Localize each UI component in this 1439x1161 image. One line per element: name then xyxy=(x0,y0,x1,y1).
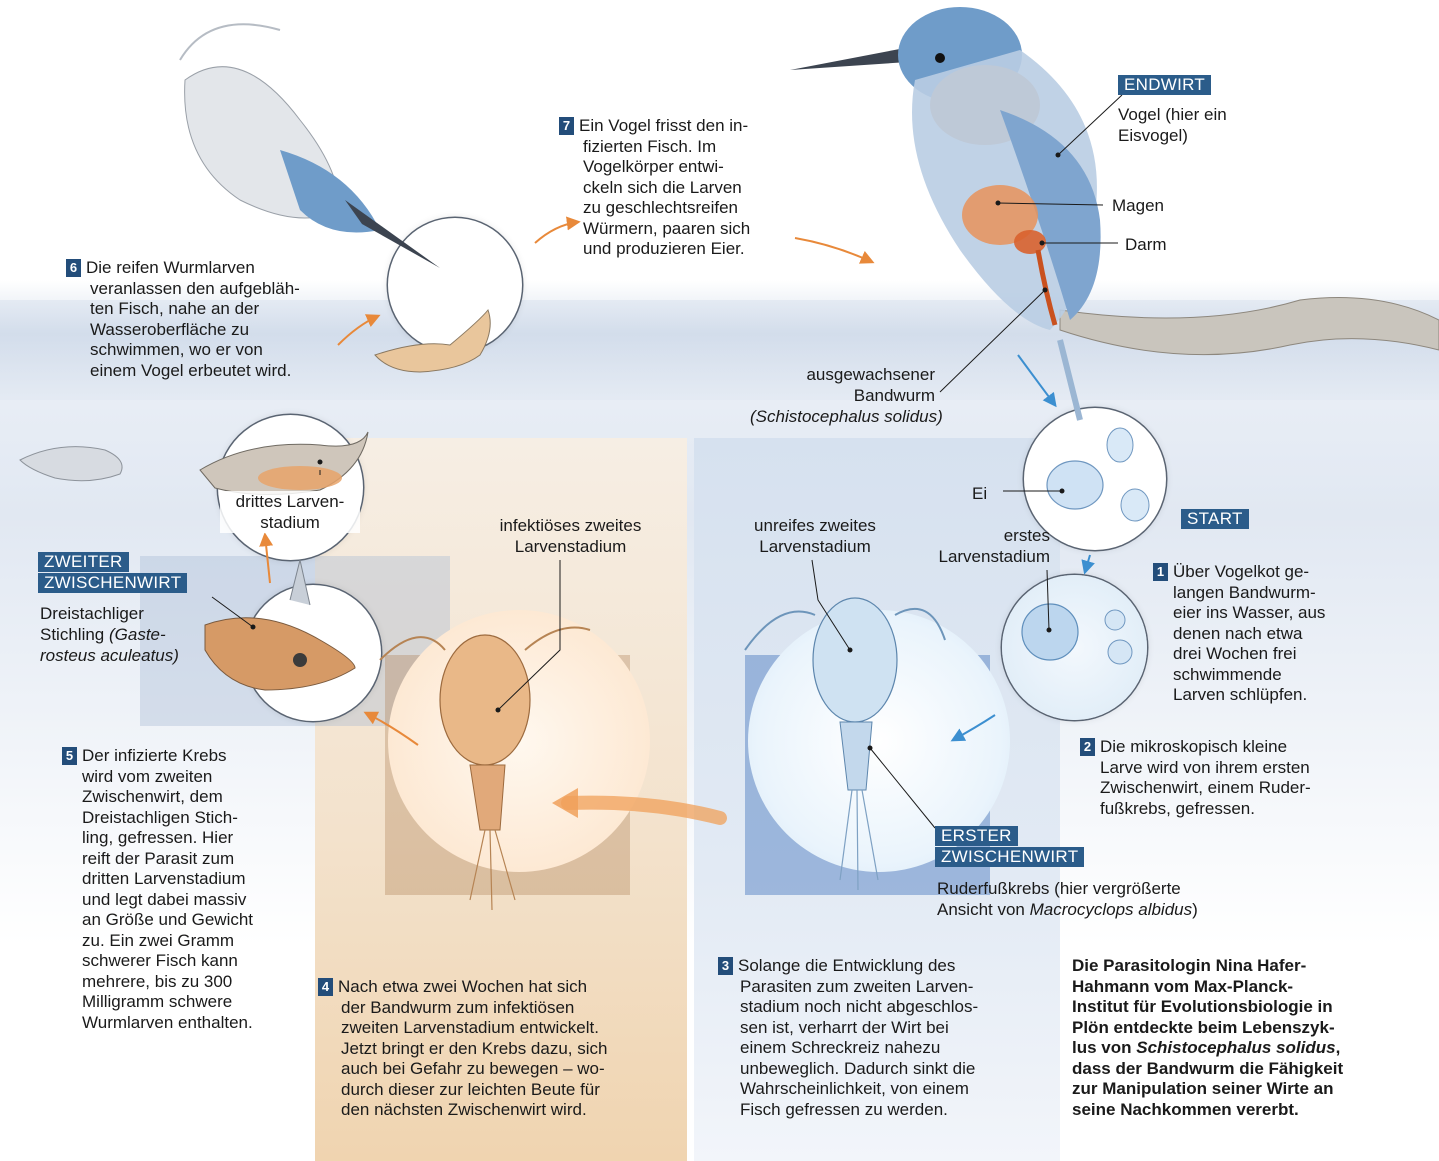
eggs-illustration xyxy=(1047,428,1149,521)
stickleback-label: Dreistachliger Stichling (Gaste- rosteus… xyxy=(40,603,179,666)
infectious-copepod-illustration xyxy=(380,628,590,911)
bandwurm-species-label: (Schistocephalus solidus) xyxy=(750,406,943,427)
second-host-box-line1: ZWEITER xyxy=(38,552,129,572)
egg-label: Ei xyxy=(972,483,987,504)
second-host-box-line2: ZWISCHENWIRT xyxy=(38,573,187,593)
step-3-number: 3 xyxy=(718,957,733,975)
step-5-number: 5 xyxy=(62,747,77,765)
first-host-box-line2: ZWISCHENWIRT xyxy=(935,847,1084,867)
start-box: START xyxy=(1181,509,1249,529)
copepod-label: Ruderfußkrebs (hier vergrößerte Ansicht … xyxy=(937,878,1198,920)
kingfisher-diving-illustration xyxy=(180,24,440,268)
caught-fish-illustration xyxy=(375,310,490,372)
first-larva-label: erstes Larvenstadium xyxy=(905,525,1050,567)
endwirt-box: ENDWIRT xyxy=(1118,75,1211,95)
third-larva-label: drittes Larven- stadium xyxy=(220,491,360,533)
step-7-number: 7 xyxy=(559,117,574,135)
stickleback-fish-illustration xyxy=(205,560,355,690)
vogel-label: Vogel (hier ein Eisvogel) xyxy=(1118,104,1227,146)
step-4-number: 4 xyxy=(318,978,333,996)
research-note: Die Parasitologin Nina Hafer- Hahmann vo… xyxy=(1072,956,1372,1120)
stickleback-larva-illustration xyxy=(200,432,368,495)
coracidium-illustration xyxy=(1022,604,1132,664)
step-2-number: 2 xyxy=(1080,738,1095,756)
immature-larva-label: unreifes zweites Larvenstadium xyxy=(740,515,890,557)
bandwurm-label: ausgewachsener Bandwurm xyxy=(745,364,935,406)
first-host-box-line1: ERSTER xyxy=(935,826,1018,846)
infectious-larva-label: infektiöses zweites Larvenstadium xyxy=(483,515,658,557)
swimming-fish-illustration xyxy=(20,447,122,481)
step-6-number: 6 xyxy=(66,259,81,277)
step-1-number: 1 xyxy=(1153,563,1168,581)
darm-label: Darm xyxy=(1125,234,1167,255)
cycle-arrows xyxy=(265,222,1090,818)
magen-label: Magen xyxy=(1112,195,1164,216)
